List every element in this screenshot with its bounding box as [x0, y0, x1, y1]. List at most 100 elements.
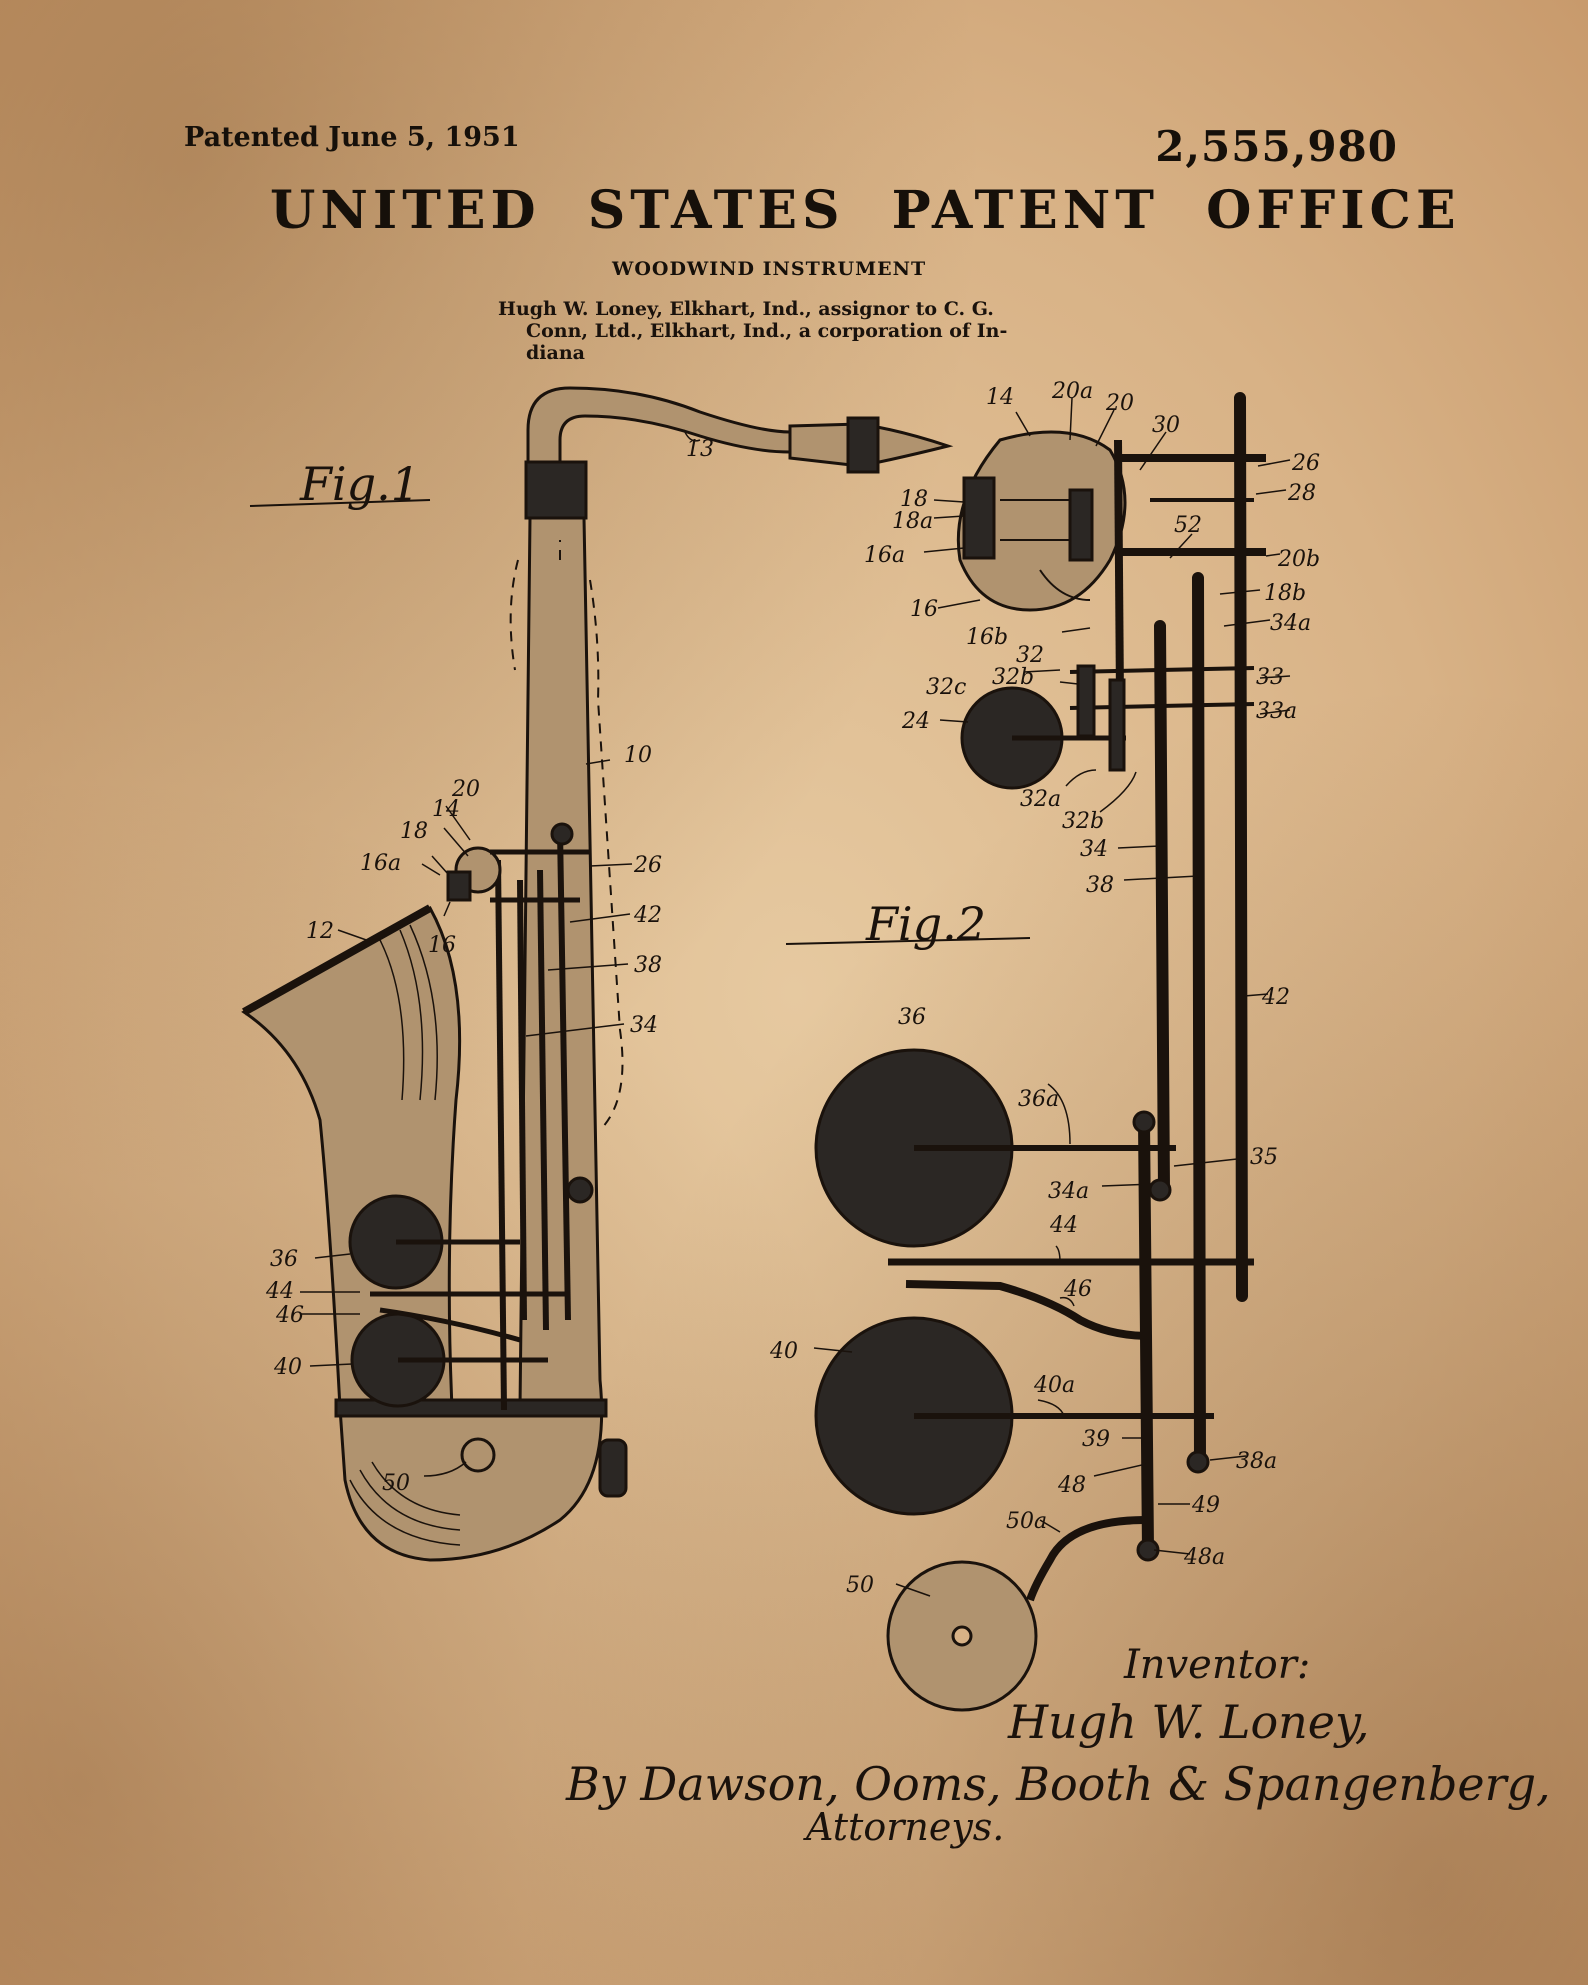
fig1-label-26: 26: [633, 853, 662, 878]
fig2-label-20: 20: [1105, 391, 1134, 416]
fig2-mechanism: [813, 392, 1291, 1712]
fig2-label-24: 24: [901, 709, 930, 734]
fig2-arm-50a: [1026, 1516, 1147, 1602]
rod-38: [537, 869, 549, 1331]
fig1-label-50: 50: [382, 1471, 410, 1496]
inventor-signature: Hugh W. Loney,: [1007, 1695, 1370, 1749]
fig2-block-32b: [1108, 678, 1126, 772]
fig2-label-32b-lower: 32b: [1062, 809, 1104, 834]
fig2-label-32b: 32b: [992, 665, 1034, 690]
fig1-label-10: 10: [624, 743, 652, 768]
fig2-label-49: 49: [1191, 1493, 1220, 1518]
fig2-label-39: 39: [1082, 1427, 1110, 1452]
fig1-label-group: 13 10 20 14 18 16a 16 12 26 42 38 34 36 …: [265, 437, 714, 1496]
fig2-label-14: 14: [986, 385, 1014, 410]
fig2-housing-detail: [1000, 499, 1091, 601]
fig2-block-18: [962, 476, 996, 560]
signature-block: Inventor: Hugh W. Loney, By Dawson, Ooms…: [565, 1642, 1551, 1849]
fig2-label-48: 48: [1057, 1473, 1086, 1498]
fig2-block-32: [1076, 664, 1096, 738]
fig2-label-32c: 32c: [926, 675, 966, 700]
phantom-outline: [509, 540, 624, 1131]
fig2-label-42: 42: [1261, 985, 1290, 1010]
fig2-label-30: 30: [1152, 413, 1180, 438]
fig2-label-48a: 48a: [1183, 1545, 1225, 1570]
bell-rim: [242, 904, 432, 1016]
fig2-label-18b: 18b: [1264, 581, 1306, 606]
assignor-line-1: Hugh W. Loney, Elkhart, Ind., assignor t…: [498, 298, 994, 320]
fig2-bar-33: [1069, 666, 1255, 674]
office-title: UNITED STATES PATENT OFFICE: [270, 180, 1461, 241]
bell-band: [334, 1398, 608, 1418]
fig2-label-40: 40: [769, 1339, 798, 1364]
fig1-saxophone: [241, 386, 954, 1562]
key-lower: [566, 1176, 594, 1204]
fig2-knob-top: [1132, 1110, 1156, 1134]
fig2-label-18a: 18a: [892, 509, 933, 534]
sax-neck: [526, 386, 792, 470]
fig1-title: Fig.1: [299, 457, 420, 511]
fig2-label-40a: 40a: [1033, 1373, 1075, 1398]
fig2-label-44: 44: [1049, 1213, 1078, 1238]
fig1-label-42: 42: [633, 903, 662, 928]
fig2-label-46: 46: [1063, 1277, 1092, 1302]
fig2-title: Fig.2: [865, 897, 986, 951]
assignor-line-3: diana: [526, 342, 585, 364]
fig2-label-34a: 34a: [1270, 611, 1311, 636]
rod-34: [517, 879, 527, 1321]
fig2-label-33a: 33a: [1256, 699, 1297, 724]
fig2-rod-42: [1234, 392, 1248, 1302]
fig2-rod-main: [1114, 439, 1124, 701]
patented-date: Patented June 5, 1951: [184, 122, 520, 153]
loop-50: [460, 1437, 496, 1473]
fig1-label-13: 13: [686, 437, 714, 462]
fig1-label-38: 38: [634, 953, 662, 978]
fig2-label-34: 34: [1080, 837, 1108, 862]
fig2-label-38: 38: [1086, 873, 1114, 898]
fig2-label-20b: 20b: [1277, 547, 1320, 572]
fig2-label-group: 14 20a 20 30 26 28 18 18a 16a 52 20b 18b…: [769, 379, 1320, 1598]
fig2-label-50: 50: [846, 1573, 874, 1598]
fig2-label-26: 26: [1291, 451, 1320, 476]
fig1-label-34: 34: [630, 1013, 658, 1038]
fig2-label-32: 32: [1016, 643, 1044, 668]
assignor-line-2: Conn, Ltd., Elkhart, Ind., a corporation…: [526, 320, 1008, 342]
octave-block: [446, 870, 472, 902]
arm-46: [379, 1307, 521, 1343]
fig1-label-18: 18: [400, 819, 428, 844]
fig1-underline: [249, 499, 431, 507]
inventor-caption: Inventor:: [1123, 1642, 1310, 1688]
fig2-label-34a-lower: 34a: [1048, 1179, 1089, 1204]
fig2-arm-46: [905, 1280, 1151, 1340]
patent-number: 2,555,980: [1155, 122, 1398, 171]
attorneys-caption: Attorneys.: [803, 1805, 1004, 1849]
fig2-label-36a: 36a: [1018, 1087, 1059, 1112]
fig1-leaders: [300, 429, 701, 1477]
key-26: [550, 822, 574, 846]
fig1-label-20: 20: [451, 777, 480, 802]
fig2-label-18: 18: [900, 487, 928, 512]
fig1-label-40: 40: [273, 1355, 302, 1380]
fig2-rod-34: [1154, 620, 1170, 1196]
fig2-block-20: [1068, 488, 1094, 562]
fig2-roller-hub: [951, 1625, 973, 1647]
fig2-knob-35: [1148, 1178, 1172, 1202]
fig2-label-38a: 38a: [1236, 1449, 1277, 1474]
fig2-leaders: [813, 397, 1291, 1597]
fig2-label-32a: 32a: [1020, 787, 1061, 812]
rod-42: [557, 829, 571, 1321]
fig2-label-28: 28: [1287, 481, 1316, 506]
fig2-rod-38: [1192, 572, 1206, 1468]
bow-hatching: [349, 1461, 461, 1546]
fig2-label-16a: 16a: [864, 543, 905, 568]
fig2-label-16b: 16b: [966, 625, 1008, 650]
mouthpiece-ligature: [846, 416, 880, 474]
invention-title: WOODWIND INSTRUMENT: [612, 258, 927, 280]
fig1-label-14: 14: [432, 797, 460, 822]
fig1-label-16: 16: [428, 933, 456, 958]
fig2-label-52: 52: [1174, 513, 1202, 538]
bow-knob: [598, 1438, 628, 1498]
fig1-label-44: 44: [265, 1279, 294, 1304]
fig2-label-20a: 20a: [1051, 379, 1093, 404]
